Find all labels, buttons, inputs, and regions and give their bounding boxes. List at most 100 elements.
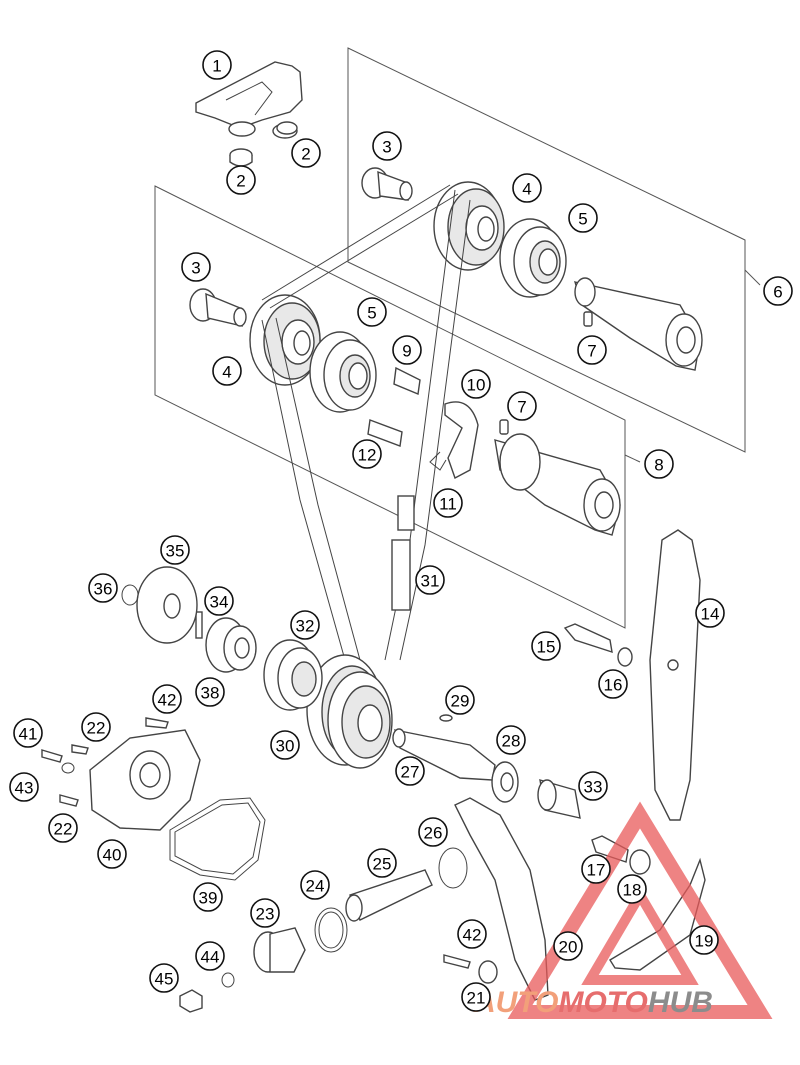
callout-1: 1 bbox=[202, 50, 232, 80]
callout-2b: 2 bbox=[291, 138, 321, 168]
callout-26: 26 bbox=[418, 817, 448, 847]
callout-41-label: 41 bbox=[19, 725, 38, 744]
camshaft-gear-upper bbox=[433, 181, 505, 271]
callout-3-label: 3 bbox=[191, 259, 200, 278]
callout-23-label: 23 bbox=[256, 905, 275, 924]
callout-10-label: 10 bbox=[467, 376, 486, 395]
callout-6-label: 6 bbox=[773, 283, 782, 302]
callout-23: 23 bbox=[250, 898, 280, 928]
intake-camshaft bbox=[494, 433, 621, 536]
callout-4a: 4 bbox=[512, 173, 542, 203]
callout-5-label: 5 bbox=[367, 304, 376, 323]
callout-34-label: 34 bbox=[210, 593, 229, 612]
callout-39: 39 bbox=[193, 882, 223, 912]
callout-32: 32 bbox=[290, 610, 320, 640]
callout-42-label: 42 bbox=[463, 926, 482, 945]
callout-6: 6 bbox=[763, 276, 793, 306]
screw-41 bbox=[41, 749, 63, 763]
callout-16-label: 16 bbox=[604, 676, 623, 695]
callout-11: 11 bbox=[433, 488, 463, 518]
callout-28-label: 28 bbox=[502, 732, 521, 751]
callout-16: 16 bbox=[598, 669, 628, 699]
dowel-pin-middle bbox=[499, 419, 509, 435]
callout-7-label: 7 bbox=[587, 342, 596, 361]
callout-4-label: 4 bbox=[522, 180, 531, 199]
spacer-38 bbox=[205, 617, 257, 673]
nut-45 bbox=[179, 989, 203, 1013]
callout-21: 21 bbox=[461, 982, 491, 1012]
callout-17-label: 17 bbox=[587, 861, 606, 880]
callout-43: 43 bbox=[9, 772, 39, 802]
water-pump-cover bbox=[89, 729, 201, 831]
callout-11-label: 11 bbox=[439, 495, 457, 514]
callout-18: 18 bbox=[617, 874, 647, 904]
callout-3-label: 3 bbox=[382, 138, 391, 157]
o-ring-24 bbox=[314, 907, 348, 953]
watermark-text-hub: HUB bbox=[648, 986, 713, 1019]
callout-42-label: 42 bbox=[158, 691, 177, 710]
circlip-36 bbox=[121, 584, 139, 606]
screws-22 bbox=[59, 744, 89, 807]
watermark-text-moto: MOTO bbox=[558, 986, 647, 1019]
callout-25: 25 bbox=[367, 848, 397, 878]
callout-22a: 22 bbox=[81, 712, 111, 742]
callout-8-label: 8 bbox=[654, 456, 663, 475]
pin-9 bbox=[393, 366, 421, 395]
callout-39-label: 39 bbox=[199, 889, 218, 908]
exhaust-camshaft-assembly-frame bbox=[347, 47, 761, 453]
callout-40-label: 40 bbox=[103, 846, 122, 865]
washer-28 bbox=[491, 761, 519, 803]
callout-31: 31 bbox=[415, 565, 445, 595]
shaft-25 bbox=[345, 869, 433, 922]
bushing-21 bbox=[478, 960, 498, 984]
callout-1-label: 1 bbox=[212, 57, 221, 76]
callout-4-label: 4 bbox=[222, 363, 231, 382]
callout-5b: 5 bbox=[357, 297, 387, 327]
callout-9: 9 bbox=[392, 335, 422, 365]
callout-20-label: 20 bbox=[559, 938, 578, 957]
callout-27-label: 27 bbox=[401, 763, 420, 782]
callout-45-label: 45 bbox=[155, 970, 174, 989]
washer-44 bbox=[221, 972, 235, 988]
callout-7a: 7 bbox=[577, 335, 607, 365]
callout-12: 12 bbox=[352, 439, 382, 469]
callout-42a: 42 bbox=[152, 684, 182, 714]
callout-30-label: 30 bbox=[276, 737, 295, 756]
key-29 bbox=[439, 714, 453, 722]
callout-28: 28 bbox=[496, 725, 526, 755]
watermark-logo: AUTOMOTOHUB bbox=[473, 801, 773, 1019]
callout-36-label: 36 bbox=[94, 580, 113, 599]
callout-43-label: 43 bbox=[15, 779, 34, 798]
bearing-bolt-middle bbox=[189, 288, 247, 327]
callout-21-label: 21 bbox=[467, 989, 486, 1008]
callout-44-label: 44 bbox=[201, 948, 220, 967]
intake-camshaft-assembly-frame bbox=[154, 185, 641, 629]
callout-34: 34 bbox=[204, 586, 234, 616]
callout-8: 8 bbox=[644, 449, 674, 479]
callout-26-label: 26 bbox=[424, 824, 443, 843]
callout-9-label: 9 bbox=[402, 342, 411, 361]
callout-14-label: 14 bbox=[701, 605, 720, 624]
bearing-bolt-upper bbox=[361, 167, 413, 201]
callout-29-label: 29 bbox=[451, 692, 470, 711]
disc-35 bbox=[136, 566, 198, 644]
callout-22-label: 22 bbox=[87, 719, 106, 738]
callout-38: 38 bbox=[195, 677, 225, 707]
pin-34 bbox=[195, 611, 203, 639]
dowel-pin-upper bbox=[583, 311, 593, 327]
callout-3b: 3 bbox=[181, 252, 211, 282]
callout-19: 19 bbox=[689, 925, 719, 955]
callout-24-label: 24 bbox=[306, 877, 325, 896]
impeller-23 bbox=[253, 927, 306, 973]
callout-14: 14 bbox=[695, 598, 725, 628]
rubber-grommets bbox=[229, 121, 298, 167]
callout-7-label: 7 bbox=[517, 398, 526, 417]
bearing-32 bbox=[263, 639, 323, 711]
pin-12 bbox=[367, 419, 403, 447]
callout-30: 30 bbox=[270, 730, 300, 760]
callout-2-label: 2 bbox=[236, 172, 245, 191]
pump-gasket bbox=[169, 797, 266, 881]
callout-35-label: 35 bbox=[166, 542, 185, 561]
callout-29: 29 bbox=[445, 685, 475, 715]
